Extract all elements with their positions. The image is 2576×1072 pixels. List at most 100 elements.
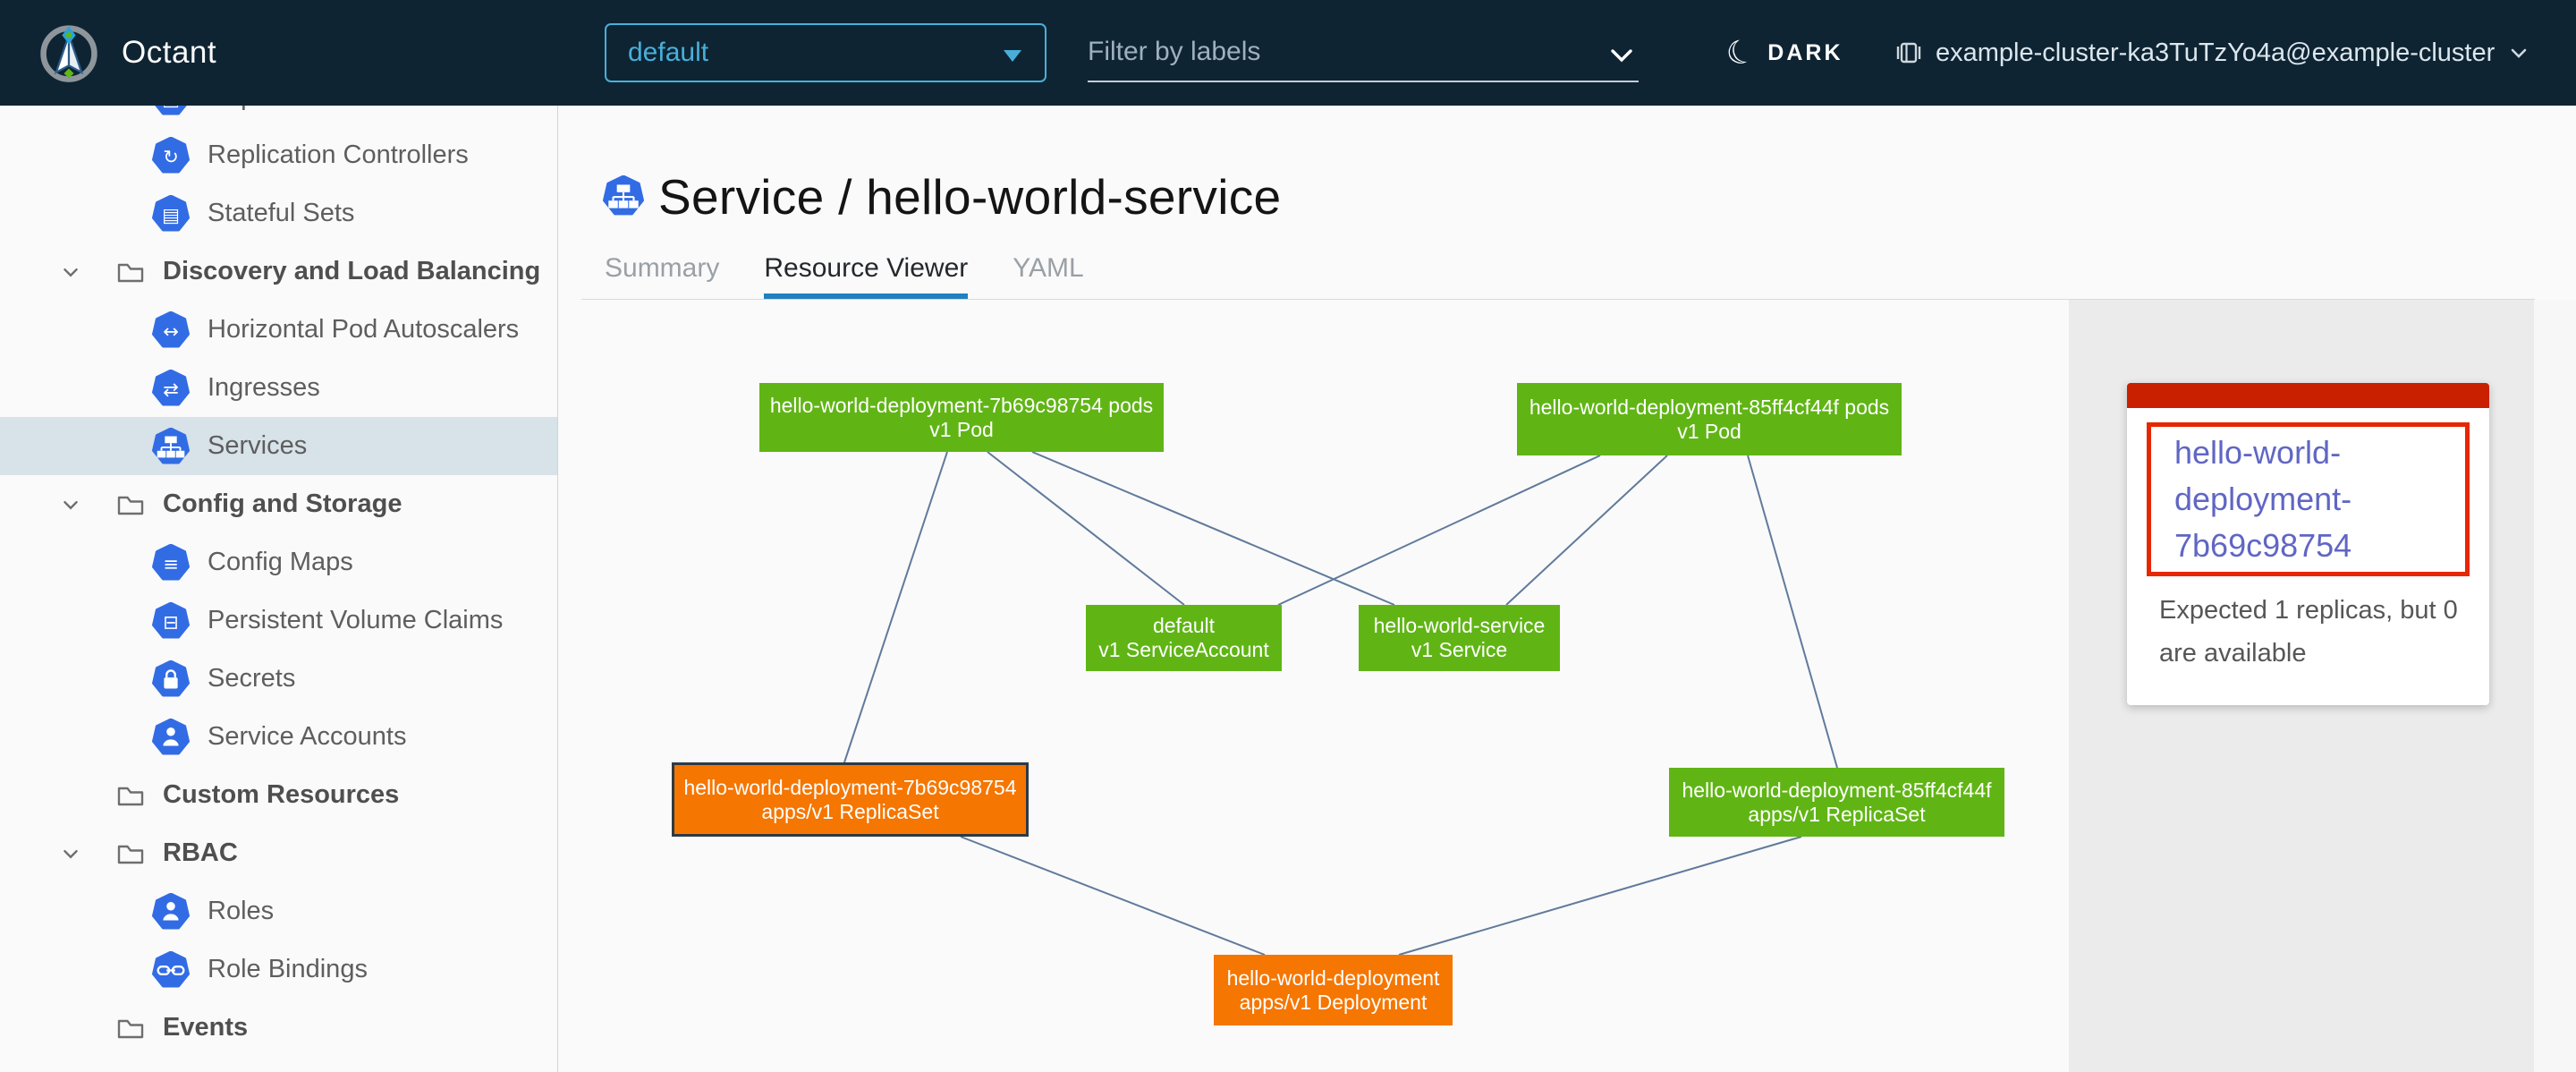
sidebar-item-rbac[interactable]: RBAC	[0, 824, 557, 882]
sidebar-item-discovery-and-load-balancing[interactable]: Discovery and Load Balancing	[0, 242, 557, 301]
dark-mode-label: DARK	[1767, 39, 1843, 65]
svg-text:▣: ▣	[162, 106, 180, 109]
scrollbar-track[interactable]	[2534, 300, 2576, 1072]
service-accounts-icon	[152, 718, 190, 756]
tab-bar: Summary Resource Viewer YAML	[581, 246, 2535, 300]
sidebar-item-ingresses[interactable]: ⇄ Ingresses	[0, 359, 557, 417]
sidebar-item-secrets[interactable]: Secrets	[0, 650, 557, 708]
sidebar-item-services[interactable]: Services	[0, 417, 557, 475]
node-name: hello-world-deployment-85ff4cf44f pods	[1529, 395, 1890, 419]
svg-text:▤: ▤	[162, 204, 180, 225]
alert-border-box: hello-world-deployment-7b69c98754	[2147, 422, 2470, 576]
namespace-value: default	[628, 38, 709, 67]
sidebar-item-role-bindings[interactable]: Role Bindings	[0, 940, 557, 999]
ingresses-icon: ⇄	[152, 369, 190, 407]
chevron-down-icon[interactable]	[57, 259, 84, 285]
role-bindings-icon	[152, 950, 190, 989]
node-kind: apps/v1 ReplicaSet	[761, 799, 939, 823]
roles-icon	[152, 892, 190, 931]
filter-placeholder: Filter by labels	[1088, 37, 1261, 66]
pvc-icon: ⊟	[152, 601, 190, 640]
services-icon	[152, 427, 190, 465]
sidebar-item-config-and-storage[interactable]: Config and Storage	[0, 475, 557, 533]
service-icon	[603, 174, 644, 221]
sidebar-item-label: Stateful Sets	[208, 199, 355, 227]
replication-controllers-icon: ↻	[152, 136, 190, 174]
sidebar-item-label: Config and Storage	[163, 489, 402, 518]
sidebar-item-label: Role Bindings	[208, 955, 368, 983]
sidebar-item-replica-sets[interactable]: ▣ Replica Sets	[0, 106, 557, 126]
resource-graph: hello-world-deployment-7b69c98754 pods v1…	[558, 300, 2069, 1072]
node-name: hello-world-service	[1373, 614, 1546, 637]
sidebar-item-events[interactable]: Events	[0, 999, 557, 1057]
node-kind: v1 ServiceAccount	[1098, 638, 1269, 661]
sidebar-item-label: Services	[208, 431, 308, 460]
resource-link[interactable]: hello-world-deployment-7b69c98754	[2174, 434, 2352, 564]
sidebar-item-roles[interactable]: Roles	[0, 882, 557, 940]
tab-summary[interactable]: Summary	[605, 253, 720, 283]
sidebar-item-service-accounts[interactable]: Service Accounts	[0, 708, 557, 766]
tab-resource-viewer[interactable]: Resource Viewer	[764, 253, 969, 299]
sidebar-item-label: Events	[163, 1013, 249, 1042]
sidebar-item-label: Service Accounts	[208, 722, 407, 751]
app-title: Octant	[122, 35, 217, 70]
sidebar-item-label: Ingresses	[208, 373, 320, 402]
cluster-menu[interactable]: example-cluster-ka3TuTzYo4a@example-clus…	[1894, 0, 2530, 106]
status-message: Expected 1 replicas, but 0 are available	[2159, 596, 2458, 668]
secrets-icon	[152, 659, 190, 698]
chevron-down-icon[interactable]	[1606, 43, 1637, 68]
graph-edges	[843, 451, 1838, 956]
sidebar: ▣ Replica Sets ↻Replication Controllers ▤ St…	[0, 106, 558, 1072]
node-name: default	[1152, 614, 1216, 637]
sidebar-item-horizontal-pod-autoscalers[interactable]: ↔ Horizontal Pod Autoscalers	[0, 301, 557, 359]
sidebar-item-replication-controllers[interactable]: ↻Replication Controllers	[0, 126, 557, 184]
sidebar-item-label: Horizontal Pod Autoscalers	[208, 315, 520, 344]
node-kind: v1 Service	[1411, 638, 1508, 661]
chevron-down-icon[interactable]	[57, 840, 84, 867]
chevron-down-icon	[1004, 50, 1021, 62]
sidebar-item-label: Roles	[208, 897, 275, 925]
sidebar-item-label: Discovery and Load Balancing	[163, 257, 541, 285]
sidebar-item-label: Persistent Volume Claims	[208, 606, 504, 634]
octant-logo-icon	[38, 0, 100, 106]
cluster-icon	[1896, 42, 1921, 64]
sidebar-item-label: Config Maps	[208, 548, 353, 576]
namespace-dropdown[interactable]: default	[605, 23, 1046, 82]
moon-icon: ☾	[1721, 30, 1760, 75]
folder-icon	[114, 256, 147, 288]
sidebar-item-label: RBAC	[163, 838, 238, 867]
config-maps-icon: ≡	[152, 543, 190, 582]
page-title: Service / hello-world-service	[658, 169, 1282, 225]
sidebar-item-stateful-sets[interactable]: ▤ Stateful Sets	[0, 184, 557, 242]
dark-mode-toggle[interactable]: ☾ DARK	[1721, 0, 1843, 106]
node-kind: apps/v1 Deployment	[1239, 990, 1428, 1014]
sidebar-item-label: Secrets	[208, 664, 296, 693]
sidebar-item-persistent-volume-claims[interactable]: ⊟ Persistent Volume Claims	[0, 591, 557, 650]
detail-panel: hello-world-deployment-7b69c98754 Expect…	[2069, 300, 2534, 1072]
sidebar-item-label: Custom Resources	[163, 780, 400, 809]
node-kind: v1 Pod	[1677, 419, 1741, 443]
sidebar-item-config-maps[interactable]: ≡ Config Maps	[0, 533, 557, 591]
sidebar-item-label: Replica Sets	[208, 106, 353, 112]
sidebar-item-custom-resources[interactable]: Custom Resources	[0, 766, 557, 824]
filter-by-labels-input[interactable]: Filter by labels	[1088, 23, 1639, 82]
card-status-bar	[2127, 383, 2489, 408]
cluster-name: example-cluster-ka3TuTzYo4a@example-clus…	[1936, 38, 2496, 67]
svg-text:⊟: ⊟	[163, 611, 179, 633]
tab-yaml[interactable]: YAML	[1013, 253, 1084, 283]
node-kind: apps/v1 ReplicaSet	[1748, 802, 1926, 826]
node-name: hello-world-deployment-7b69c98754	[683, 775, 1017, 799]
hpa-icon: ↔	[152, 311, 190, 349]
chevron-down-icon	[2511, 48, 2527, 58]
folder-icon	[114, 1012, 147, 1044]
node-name: hello-world-deployment-7b69c98754 pods	[769, 393, 1154, 417]
folder-icon	[114, 779, 147, 812]
chevron-down-icon[interactable]	[57, 491, 84, 518]
